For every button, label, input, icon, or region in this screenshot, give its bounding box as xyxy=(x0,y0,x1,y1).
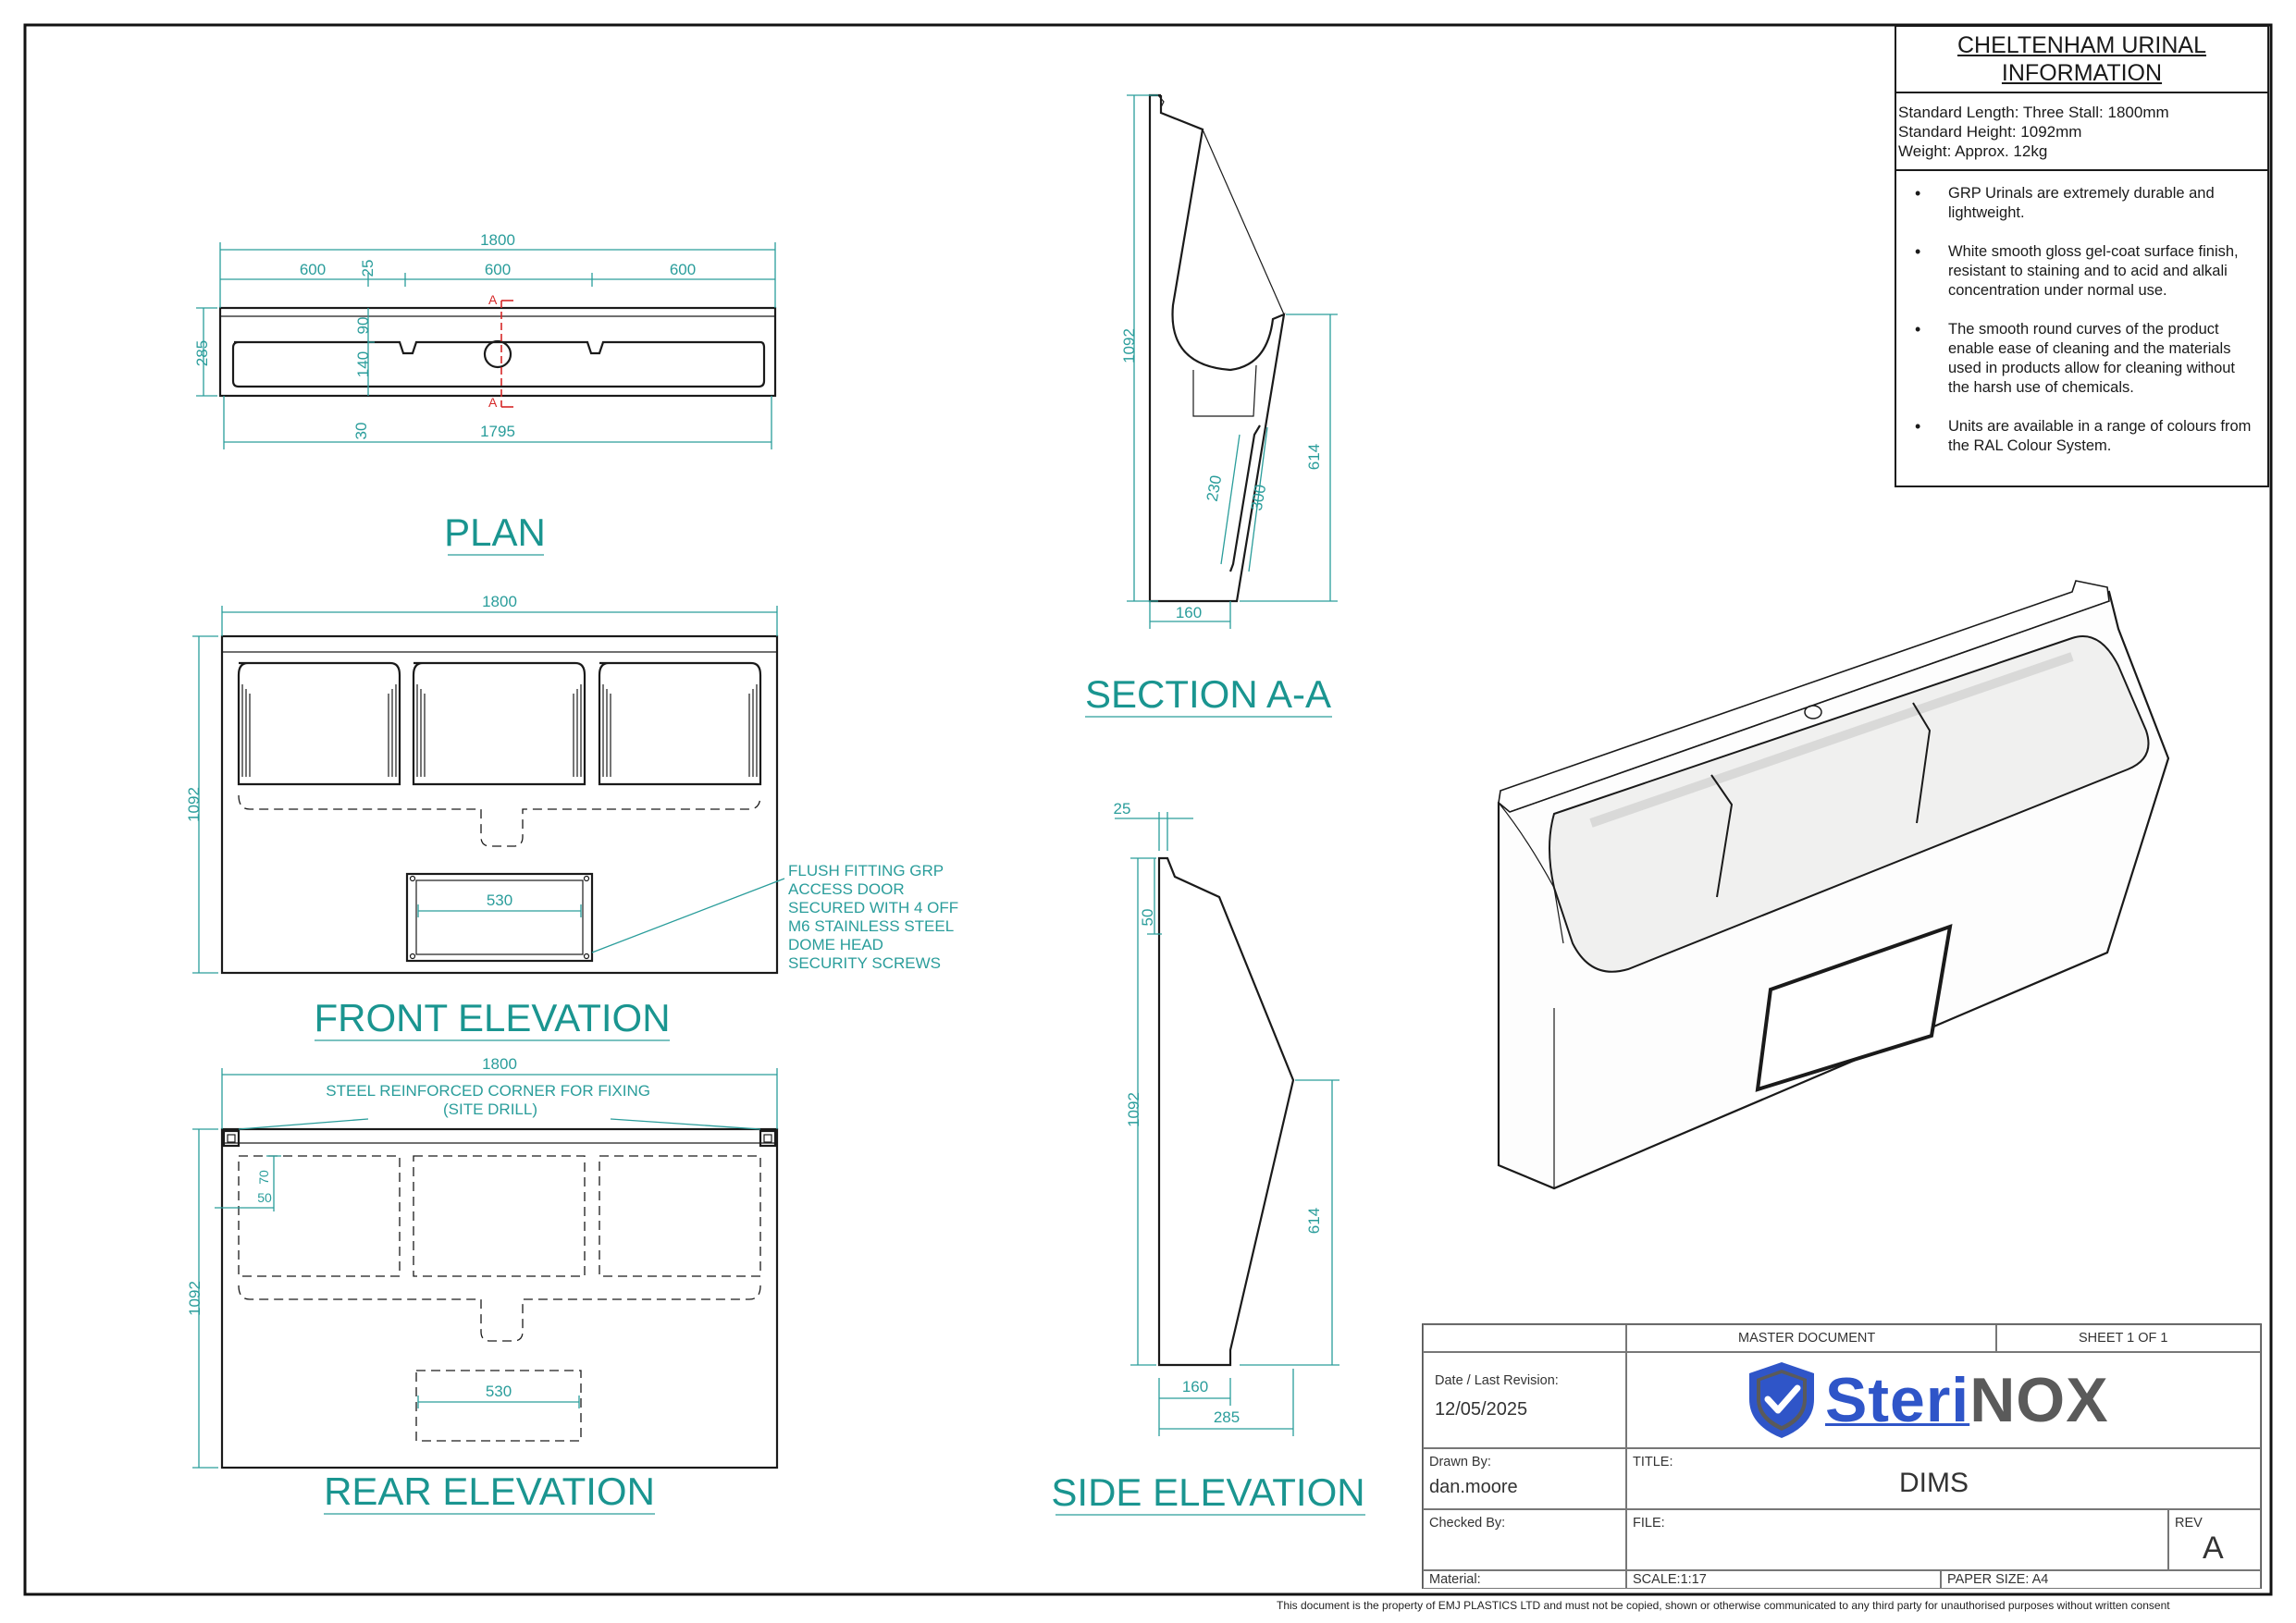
corner-note: STEEL REINFORCED CORNER FOR FIXING (SITE… xyxy=(326,1082,654,1118)
title-block: MASTER DOCUMENT SHEET 1 OF 1 Date / Last… xyxy=(1422,1323,2262,1589)
rear-d70-dim: 70 xyxy=(256,1170,271,1185)
tb-paper-cell: PAPER SIZE: A4 xyxy=(1941,1570,2261,1589)
plan-depth-dim: 285 xyxy=(193,340,211,366)
side-160-dim: 160 xyxy=(1182,1378,1208,1396)
section-160-dim: 160 xyxy=(1176,604,1202,621)
front-door-dim: 530 xyxy=(487,891,512,909)
tb-file-cell: FILE: xyxy=(1626,1509,2168,1570)
tb-sheet-cell: SHEET 1 OF 1 xyxy=(1996,1324,2261,1352)
info-title-line2: INFORMATION xyxy=(2001,60,2163,86)
side-50-dim: 50 xyxy=(1139,909,1156,927)
section-title: SECTION A-A xyxy=(1085,672,1331,716)
rear-door-dim: 530 xyxy=(486,1383,512,1400)
plan-title: PLAN xyxy=(444,510,546,554)
rear-d50-dim: 50 xyxy=(257,1190,272,1205)
info-title-line1: CHELTENHAM URINAL xyxy=(1957,32,2207,58)
copyright-footer: This document is the property of EMJ PLA… xyxy=(1277,1599,2170,1612)
plan-d90-dim: 90 xyxy=(354,317,372,335)
section-614-dim: 614 xyxy=(1305,444,1323,470)
tb-material-cell: Material: xyxy=(1423,1570,1626,1589)
tb-rev-cell: REV A xyxy=(2168,1509,2261,1570)
side-elevation-title: SIDE ELEVATION xyxy=(1051,1470,1364,1514)
section-view: 1092 614 230 300 160 SECTION A-A xyxy=(1085,93,1338,718)
tb-checked-cell: Checked By: xyxy=(1423,1509,1626,1570)
sheet-border xyxy=(23,23,2273,1596)
drawn-by-label: Drawn By: xyxy=(1429,1455,1491,1469)
checked-by-label: Checked By: xyxy=(1429,1516,1506,1531)
title-value: DIMS xyxy=(1899,1468,1969,1498)
plan-stall3-dim: 600 xyxy=(670,261,696,278)
front-height-dim: 1092 xyxy=(185,787,203,822)
side-614-dim: 614 xyxy=(1305,1208,1323,1234)
info-title: CHELTENHAM URINAL INFORMATION xyxy=(1896,27,2267,93)
shield-check-icon xyxy=(1749,1362,1814,1438)
plan-overall-dim: 1800 xyxy=(480,231,515,249)
front-elevation-title: FRONT ELEVATION xyxy=(314,996,670,1039)
side-height-dim: 1092 xyxy=(1125,1092,1142,1127)
bullet-item: White smooth gloss gel-coat surface fini… xyxy=(1915,242,2260,301)
tb-title-cell: TITLE: DIMS xyxy=(1626,1448,2261,1509)
plan-view: A A 1800 600 25 600 600 285 90 140 30 17… xyxy=(193,231,777,556)
section-marker-top: A xyxy=(488,292,498,307)
info-specs: Standard Length: Three Stall: 1800mm Sta… xyxy=(1896,93,2267,171)
logo-text-steri: Steri xyxy=(1825,1365,1970,1435)
front-overall-dim: 1800 xyxy=(482,593,517,610)
file-label: FILE: xyxy=(1633,1516,1665,1531)
info-panel: CHELTENHAM URINAL INFORMATION Standard L… xyxy=(1895,25,2269,487)
tb-master-cell: MASTER DOCUMENT xyxy=(1626,1324,1996,1352)
spec-height: Standard Height: 1092mm xyxy=(1898,123,2082,141)
plan-lip-dim: 25 xyxy=(359,260,376,277)
side-25-dim: 25 xyxy=(1114,800,1131,818)
info-bullets: GRP Urinals are extremely durable and li… xyxy=(1896,171,2267,456)
material-label: Material: xyxy=(1429,1572,1481,1587)
side-elevation-view: 1092 50 25 614 160 285 SIDE ELEVATION xyxy=(1051,800,1365,1516)
master-document-label: MASTER DOCUMENT xyxy=(1738,1331,1876,1346)
tb-date-cell: Date / Last Revision: 12/05/2025 xyxy=(1423,1352,1626,1448)
tb-logo-cell: Steri NOX xyxy=(1626,1352,2261,1448)
front-elevation-view: 530 1800 1092 FLUSH FITTING GRP ACCESS D… xyxy=(185,593,963,1041)
date-label: Date / Last Revision: xyxy=(1435,1373,1559,1388)
tb-drawn-cell: Drawn By: dan.moore xyxy=(1423,1448,1626,1509)
drawn-by-value: dan.moore xyxy=(1429,1477,1518,1497)
plan-d140-dim: 140 xyxy=(354,351,372,377)
section-marker-bottom: A xyxy=(488,395,498,410)
tb-scale-cell: SCALE:1:17 xyxy=(1626,1570,1941,1589)
paper-size-label: PAPER SIZE: A4 xyxy=(1947,1572,2049,1587)
bullet-item: Units are available in a range of colour… xyxy=(1915,417,2260,456)
sterinox-logo: Steri NOX xyxy=(1746,1360,2109,1440)
sheet-label: SHEET 1 OF 1 xyxy=(2079,1331,2168,1346)
rear-elevation-title: REAR ELEVATION xyxy=(324,1469,655,1513)
title-label: TITLE: xyxy=(1633,1455,1673,1469)
rear-elevation-view: 530 1800 STEEL REINFORCED CORNER FOR FIX… xyxy=(186,1055,779,1515)
rear-overall-dim: 1800 xyxy=(482,1055,517,1073)
rev-label: REV xyxy=(2175,1516,2203,1531)
rear-height-dim: 1092 xyxy=(186,1281,204,1316)
scale-label: SCALE:1:17 xyxy=(1633,1572,1707,1587)
section-300-dim: 300 xyxy=(1248,483,1270,511)
spec-weight: Weight: Approx. 12kg xyxy=(1898,142,2048,160)
plan-d30-dim: 30 xyxy=(352,423,370,440)
section-230-dim: 230 xyxy=(1204,473,1226,502)
isometric-view xyxy=(1497,580,2170,1190)
plan-bottom-dim: 1795 xyxy=(480,423,515,440)
bullet-item: GRP Urinals are extremely durable and li… xyxy=(1915,184,2260,223)
spec-length: Standard Length: Three Stall: 1800mm xyxy=(1898,104,2169,121)
logo-text-nox: NOX xyxy=(1969,1365,2109,1435)
tb-blank-cell xyxy=(1423,1324,1626,1352)
plan-stall2-dim: 600 xyxy=(485,261,511,278)
rev-value: A xyxy=(2203,1531,2224,1566)
side-285-dim: 285 xyxy=(1214,1408,1240,1426)
date-value: 12/05/2025 xyxy=(1435,1399,1528,1420)
plan-stall1-dim: 600 xyxy=(300,261,326,278)
access-door-note: FLUSH FITTING GRP ACCESS DOOR SECURED WI… xyxy=(788,862,963,972)
bullet-item: The smooth round curves of the product e… xyxy=(1915,320,2260,398)
section-height-dim: 1092 xyxy=(1120,328,1138,363)
